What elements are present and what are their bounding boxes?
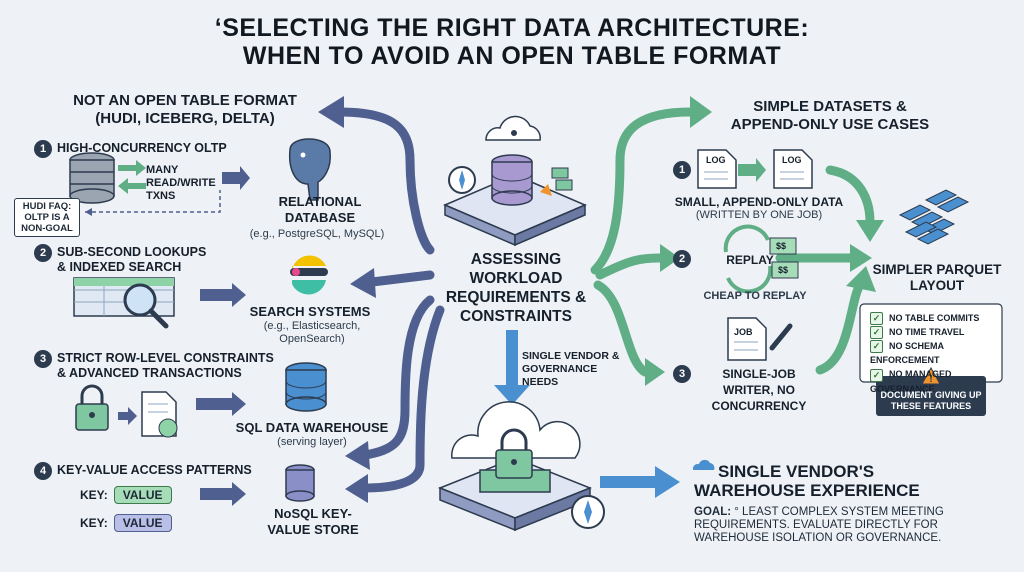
money-label-1: $$ [776, 241, 787, 251]
single-vendor-needs-note: SINGLE VENDOR & GOVERNANCE NEEDS [522, 350, 620, 388]
money-label-2: $$ [778, 265, 789, 275]
check-icon: ✓ [870, 326, 883, 340]
checklist-item: ✓NO TABLE COMMITS [870, 311, 1000, 326]
sql-warehouse-label: SQL DATA WAREHOUSE [235, 420, 389, 435]
log-label-1: LOG [706, 155, 726, 165]
checklist-item: ✓NO TIME TRAVEL [870, 325, 1000, 340]
nosql-label: NoSQL KEY-VALUE STORE [267, 506, 359, 537]
transaction-document-icon [141, 391, 178, 438]
center-assessment-label: ASSESSING WORKLOAD REQUIREMENTS & CONSTR… [445, 251, 587, 325]
right-item-2-sub: CHEAP TO REPLAY [703, 290, 807, 302]
padlock-icon [75, 384, 109, 431]
bottom-goal: GOAL: ° LEAST COMPLEX SYSTEM MEETING REQ… [694, 506, 944, 544]
left-header-line2: (HUDI, ICEBERG, DELTA) [95, 110, 275, 127]
arrowhead-header [318, 96, 344, 128]
check-icon: ✓ [870, 312, 883, 326]
flow-arrow-to-nosql [360, 305, 445, 493]
search-systems-sub: (e.g., Elasticsearch, OpenSearch) [263, 320, 361, 345]
replay-cycle-icon [723, 224, 773, 294]
page-title-line2: WHEN TO AVOID AN OPEN TABLE FORMAT [242, 42, 782, 70]
svg-text:!: ! [929, 374, 932, 385]
feature-checklist: ✓NO TABLE COMMITS ✓NO TIME TRAVEL ✓NO SC… [870, 311, 1000, 396]
relational-database-label: RELATIONAL DATABASE [278, 194, 362, 225]
check-icon: ✓ [870, 368, 883, 382]
magnifier-icon [123, 283, 169, 329]
nosql-store-icon [285, 464, 315, 502]
kv-value-1: VALUE [113, 486, 172, 504]
postgresql-icon [288, 138, 331, 201]
right-item-3-label: SINGLE-JOB WRITER, NO CONCURRENCY [711, 367, 807, 413]
warning-card [876, 376, 986, 416]
small-cloud-icon [692, 459, 715, 470]
search-systems-label: SEARCH SYSTEMS [249, 304, 371, 319]
single-vendor-warehouse-illustration [437, 401, 605, 532]
log-label-2: LOG [782, 155, 802, 165]
sql-warehouse-sub: (serving layer) [277, 436, 347, 448]
left-header-line1: NOT AN OPEN TABLE FORMAT [73, 92, 297, 109]
cloud-icon [485, 115, 541, 141]
left-flow-arrows [335, 107, 445, 493]
right-item-1-num: 1 [673, 160, 696, 179]
check-icon: ✓ [870, 340, 883, 354]
replay-label: REPLAY [726, 253, 774, 267]
right-item-3-num: 3 [673, 364, 696, 383]
money-icon [769, 237, 799, 279]
kv-row-2: KEY:VALUE [80, 514, 172, 532]
right-header-line2: APPEND-ONLY USE CASES [730, 116, 930, 133]
job-document-icon [727, 317, 793, 361]
left-item-2-title-line2: & INDEXED SEARCH [57, 260, 182, 274]
warning-icon [921, 366, 941, 385]
sql-warehouse-icon [285, 362, 327, 412]
checklist-item: ✓NO SCHEMA ENFORCEMENT [870, 340, 944, 366]
warning-text: DOCUMENT GIVING UP THESE FEATURES [880, 390, 982, 411]
right-item-1-sub: (WRITTEN BY ONE JOB) [695, 209, 823, 221]
flow-arrow-to-search [367, 270, 435, 287]
right-item-2-num: 2 [673, 249, 696, 268]
left-small-arrows [118, 166, 250, 506]
checklist-item: ✓NO MANAGED GOVERNANCE [870, 368, 952, 394]
bottom-title-line1: SINGLE VENDOR'S [718, 462, 875, 481]
parquet-layout-label: SIMPLER PARQUET LAYOUT [872, 262, 1002, 293]
right-flow-arrows [590, 107, 875, 377]
parquet-layout-icon [898, 189, 970, 245]
blue-arrows [494, 330, 680, 498]
relational-database-sub: (e.g., PostgreSQL, MySQL) [249, 228, 385, 240]
hudi-faq-note: HUDI FAQ: OLTP IS A NON-GOAL [14, 198, 80, 237]
kv-value-2: VALUE [113, 514, 172, 532]
workload-assessment-illustration [443, 115, 587, 247]
log-arrows [738, 158, 766, 182]
page-title-line1: ‘SELECTING THE RIGHT DATA ARCHITECTURE: [214, 14, 810, 42]
log-document-icons [697, 149, 813, 189]
flow-arrow-to-warehouse [360, 295, 435, 460]
right-item-1-label: SMALL, APPEND-ONLY DATA [674, 195, 844, 209]
flow-arrow-to-header [335, 107, 435, 255]
oltp-loop-arrow [85, 190, 221, 213]
bottom-title-line2: WAREHOUSE EXPERIENCE [694, 481, 920, 500]
pencil-icon [769, 323, 793, 351]
job-label: JOB [734, 327, 753, 337]
oltp-database-icon [69, 152, 115, 204]
left-item-3-title-line2: & ADVANCED TRANSACTIONS [57, 366, 242, 380]
elasticsearch-icon [290, 255, 328, 295]
oltp-note: MANY READ/WRITE TXNS [146, 164, 216, 202]
right-header-line1: SIMPLE DATASETS & [753, 98, 907, 115]
kv-row-1: KEY:VALUE [80, 486, 172, 504]
